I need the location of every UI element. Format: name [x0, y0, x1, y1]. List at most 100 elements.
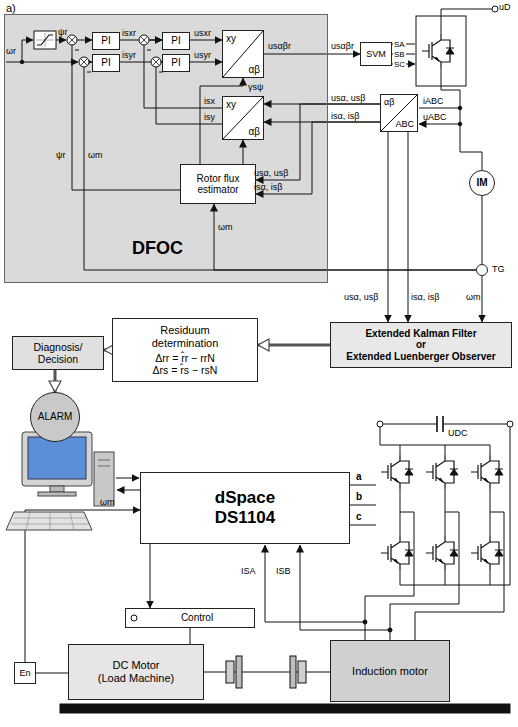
measurement-wires: [419, 108, 460, 124]
node-text: Extended Luenberger Observer: [346, 351, 496, 363]
signal-label: usα, usβ: [344, 292, 378, 302]
signal-label: ψr: [58, 27, 67, 37]
signal-label: ωm: [218, 222, 233, 232]
signal-label: ωm: [88, 150, 103, 160]
signal-connector: [264, 54, 360, 55]
signal-connector: [204, 672, 330, 673]
node-text: xy: [226, 33, 236, 45]
signal-label: ISB: [276, 566, 291, 576]
node-text: αβ: [384, 97, 394, 107]
pi-controller: PI: [162, 54, 190, 72]
node-text: αβ: [248, 64, 260, 76]
node-text: Extended Kalman Filter: [365, 328, 476, 340]
dc-link-wire: [441, 9, 492, 16]
junction-dot: [458, 122, 462, 126]
junction-dot: [20, 60, 24, 64]
node-text: xy: [226, 99, 236, 111]
limiter-input-wire: [22, 40, 33, 62]
motor-supply-wire: [441, 86, 482, 170]
control-indicator: [131, 615, 137, 621]
signal-connector: [25, 510, 140, 662]
signal-label: uD: [499, 2, 511, 12]
pc-screen: [28, 437, 86, 479]
node-text: αβ: [248, 126, 260, 138]
dc-bus-wire: [383, 424, 507, 425]
tachogenerator: TG: [476, 264, 488, 276]
igbt-symbol: [422, 34, 454, 68]
pc-tower: [94, 452, 114, 506]
pc-base: [38, 492, 76, 496]
signal-connector: [214, 204, 476, 270]
signal-connector: [54, 370, 57, 392]
signal-connector: [388, 132, 389, 322]
node-text: PI: [171, 35, 180, 47]
signal-label: usα, usβ: [254, 168, 288, 178]
controller-board: dSpaceDS1104: [140, 472, 350, 544]
signal-label: a: [356, 471, 362, 482]
junction-dot: [458, 106, 462, 110]
motor-phase-wires: [365, 512, 504, 640]
signal-label: isα, isβ: [411, 292, 439, 302]
inverter-leg: [441, 16, 442, 86]
signal-connector: [190, 40, 222, 41]
igbt-symbol: [426, 536, 458, 570]
node-text: DS1104: [215, 508, 276, 528]
limiter-output-wire: [56, 40, 66, 41]
signal-connector: [258, 344, 330, 347]
igbt-symbol: [381, 536, 413, 570]
node-text: Δrs = r̂s − rsN: [153, 364, 218, 376]
pc-keys: [11, 512, 89, 530]
igbt-symbol: [471, 455, 503, 489]
signal-label: usα, usβ: [331, 93, 365, 103]
node-text: IM: [476, 177, 487, 189]
node-text: Rotor flux estimator: [181, 173, 255, 196]
estimator-box: Rotor flux estimator: [180, 164, 256, 204]
signal-label: ωr: [6, 46, 16, 56]
signal-label: SA: [393, 40, 406, 49]
pi-controller: PI: [92, 32, 120, 50]
signal-label: ωm: [100, 497, 115, 507]
signal-label: usαβr: [268, 41, 291, 51]
pc-stand: [50, 486, 64, 492]
terminal: [492, 6, 498, 12]
gate-signal-wires: [350, 485, 376, 525]
node-text: PI: [101, 57, 110, 69]
machine-base: [60, 704, 510, 713]
coupling-hub: [226, 661, 234, 683]
node-text: PI: [171, 57, 180, 69]
terminal: [377, 421, 383, 427]
node-text: DC Motor: [112, 659, 159, 672]
limiter-axes: [36, 33, 54, 47]
igbt-symbol: [471, 536, 503, 570]
pi-controller: PI: [162, 32, 190, 50]
speed-reference-wire: [6, 62, 78, 63]
alarm-circle: ALARM: [30, 392, 80, 442]
signal-connector: [482, 276, 483, 322]
control-panel: DFOCPIPIPIPIxyαβxyαβRotor flux estimator: [4, 14, 328, 283]
pc-drive-slots: [98, 460, 110, 466]
signal-label: isx: [204, 96, 215, 106]
node-text: Δrr = r̂r − rrN: [155, 352, 215, 364]
capacitor-symbol: [437, 416, 443, 432]
signal-label: SB: [393, 50, 406, 59]
signal-label: c: [356, 511, 362, 522]
signal-label: usxr: [194, 28, 211, 38]
diagonal-line: [223, 97, 263, 139]
encoder-box: En: [14, 662, 36, 684]
dc-motor: DC Motor(Load Machine): [68, 644, 204, 700]
signal-label: a): [6, 2, 16, 14]
signal-connector: [84, 62, 476, 270]
node-text: En: [19, 668, 30, 678]
pi-controller: PI: [92, 54, 120, 72]
signal-connector: [36, 673, 68, 674]
node-text: Residuum determination: [142, 324, 228, 349]
signal-label: γsψ: [248, 82, 263, 92]
signal-label: usyr: [194, 50, 211, 60]
pc-link-wire: [116, 478, 139, 479]
signal-label: UDC: [448, 428, 468, 438]
node-text: Induction motor: [352, 665, 428, 678]
node-text: ABC: [395, 119, 414, 129]
signal-label: iABC: [423, 96, 444, 106]
node-text: ALARM: [38, 411, 72, 423]
residual-box: Residuum determinationΔrr = r̂r − rrNΔrs…: [112, 318, 258, 382]
